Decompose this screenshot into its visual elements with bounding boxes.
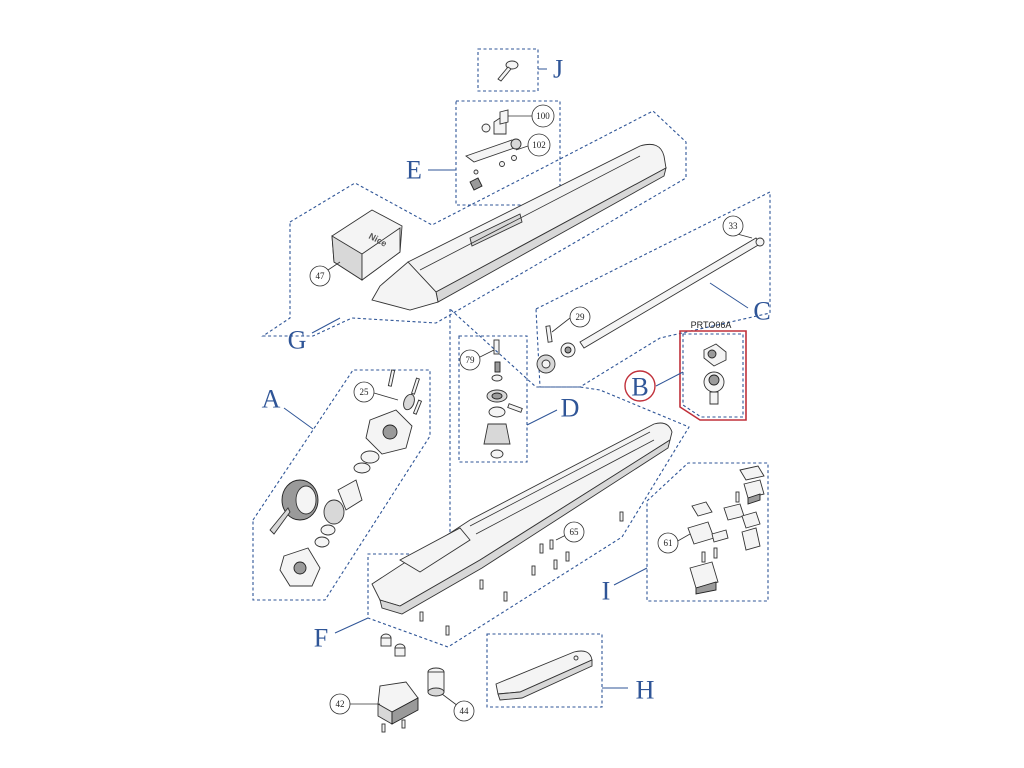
group-i-box <box>646 462 769 602</box>
release-lever-part[interactable] <box>703 343 727 405</box>
group-h-box <box>486 633 603 708</box>
callout-42-label: 42 <box>336 699 345 709</box>
terminal-block-part[interactable] <box>377 633 419 733</box>
group-f: 65 F <box>314 307 690 653</box>
group-a-box <box>252 369 431 601</box>
group-b-box <box>682 333 744 418</box>
gear-stack-part[interactable] <box>483 339 523 459</box>
callout-47 <box>309 265 331 287</box>
group-e-box <box>455 100 561 206</box>
callout-29 <box>569 306 591 328</box>
terminal-block-group: 42 <box>329 633 419 733</box>
callout-65-label: 65 <box>570 527 580 537</box>
control-unit-part[interactable]: Nice <box>331 209 403 281</box>
arm-cover-part[interactable] <box>495 650 593 701</box>
capacitor-part[interactable] <box>427 667 445 697</box>
group-g-box <box>261 110 687 337</box>
callout-44 <box>453 700 475 722</box>
group-b-highlight-box <box>679 330 747 421</box>
group-label-a: A <box>262 385 281 414</box>
callout-25-label: 25 <box>360 387 370 397</box>
group-i: 61 I <box>602 462 769 606</box>
bracket-arm-part[interactable] <box>465 109 522 191</box>
group-d: 79 D <box>458 335 580 463</box>
callout-79-label: 79 <box>466 355 476 365</box>
group-j: J <box>477 48 563 92</box>
group-g: Nice 47 G <box>261 110 687 355</box>
motor-assembly-part[interactable] <box>269 369 423 587</box>
worm-screw-part[interactable] <box>579 231 765 349</box>
group-label-j: J <box>553 55 563 84</box>
release-key-part[interactable] <box>497 60 519 82</box>
callout-102-label: 102 <box>532 140 546 150</box>
limit-switch-set-part[interactable] <box>687 465 765 595</box>
part-code: PRTO06A <box>691 320 732 330</box>
pinion-gear-part[interactable] <box>536 325 576 374</box>
group-label-g: G <box>288 326 307 355</box>
group-e: 100 102 E <box>406 100 561 206</box>
cover-housing-part[interactable] <box>371 143 667 311</box>
group-b: PRTO06A B <box>624 320 747 421</box>
screws-set-part[interactable] <box>419 511 624 636</box>
group-label-h: H <box>636 676 655 705</box>
callout-100-label: 100 <box>536 111 550 121</box>
callout-33 <box>722 215 744 237</box>
callout-79 <box>459 349 481 371</box>
callout-44-label: 44 <box>460 706 470 716</box>
group-label-c: C <box>753 297 770 326</box>
group-j-box <box>477 48 539 92</box>
callout-29-label: 29 <box>576 312 586 322</box>
group-d-box <box>458 335 528 463</box>
base-frame-part[interactable] <box>371 422 673 615</box>
capacitor-group: 44 <box>427 667 475 722</box>
callout-61-label: 61 <box>664 538 673 548</box>
callout-100 <box>531 104 555 128</box>
group-label-d: D <box>561 394 580 423</box>
group-h: H <box>486 633 655 708</box>
group-a: 25 A <box>252 369 431 601</box>
callout-33-label: 33 <box>729 221 739 231</box>
group-label-i: I <box>602 577 611 606</box>
callout-42 <box>329 693 351 715</box>
group-label-e: E <box>406 156 422 185</box>
callout-25 <box>353 381 375 403</box>
group-c: 29 33 C <box>535 191 771 388</box>
callout-65 <box>563 521 585 543</box>
group-b-ring <box>624 370 656 402</box>
group-c-box <box>535 191 771 388</box>
callout-61 <box>657 532 679 554</box>
group-label-f: F <box>314 624 328 653</box>
group-label-b: B <box>631 373 648 402</box>
group-f-box <box>367 307 690 648</box>
callout-47-label: 47 <box>316 271 326 281</box>
callout-102 <box>527 133 551 157</box>
